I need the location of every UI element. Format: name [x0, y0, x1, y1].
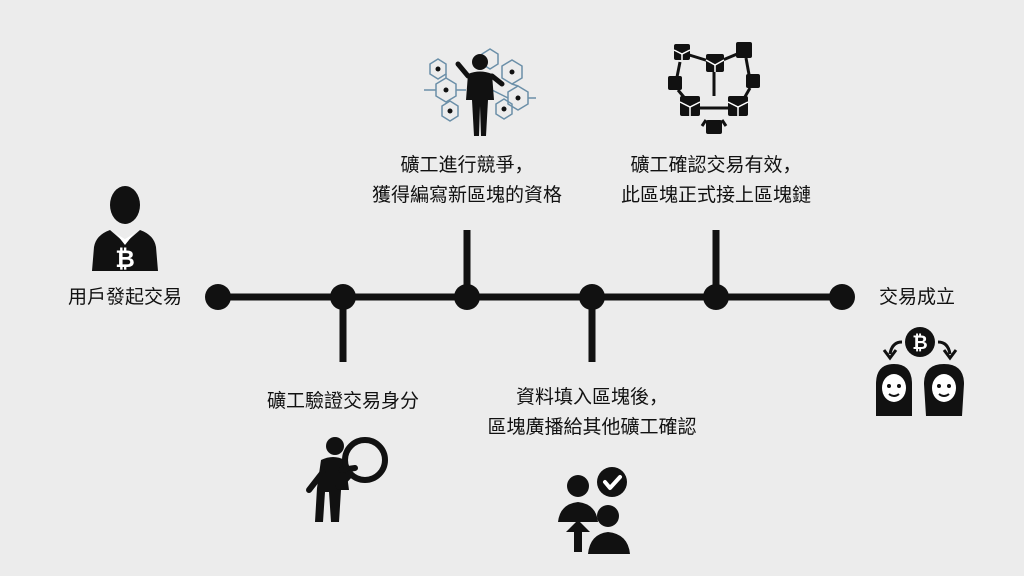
svg-text:₿: ₿ — [115, 245, 135, 273]
businessman-bitcoin-icon: ₿ — [92, 186, 158, 273]
node-user — [205, 284, 231, 310]
step-label-fill-line-1: 資料填入區塊後， — [515, 386, 668, 408]
step-label-compete-line-2: 獲得編寫新區塊的資格 — [371, 184, 562, 206]
magnifying-glass-person-icon — [306, 437, 388, 522]
step-label-user-line-1: 用戶發起交易 — [67, 286, 182, 308]
node-confirm — [703, 284, 729, 310]
node-fill — [579, 284, 605, 310]
man-blockchain-network-icon — [424, 48, 536, 136]
people-check-icon — [558, 467, 630, 554]
step-label-confirm: 礦工確認交易有效， 此區塊正式接上區塊鏈 — [603, 150, 829, 210]
step-label-compete: 礦工進行競爭， 獲得編寫新區塊的資格 — [357, 150, 577, 210]
blockchain-cubes-icon — [668, 42, 760, 134]
step-label-compete-line-1: 礦工進行競爭， — [400, 154, 534, 176]
step-label-confirm-line-2: 此區塊正式接上區塊鏈 — [620, 184, 811, 206]
step-label-done: 交易成立 — [862, 282, 972, 312]
node-compete — [454, 284, 480, 310]
step-label-done-line-1: 交易成立 — [878, 286, 955, 308]
step-label-fill: 資料填入區塊後， 區塊廣播給其他礦工確認 — [470, 382, 714, 442]
step-label-user: 用戶發起交易 — [50, 282, 200, 312]
svg-text:₿: ₿ — [912, 332, 927, 354]
step-label-verify-line-1: 礦工驗證交易身分 — [266, 390, 419, 412]
step-label-confirm-line-1: 礦工確認交易有效， — [630, 154, 802, 176]
two-people-bitcoin-exchange-icon: ₿ — [876, 327, 964, 416]
step-label-verify: 礦工驗證交易身分 — [243, 386, 443, 416]
step-label-fill-line-2: 區塊廣播給其他礦工確認 — [487, 416, 697, 438]
node-done — [829, 284, 855, 310]
node-verify — [330, 284, 356, 310]
